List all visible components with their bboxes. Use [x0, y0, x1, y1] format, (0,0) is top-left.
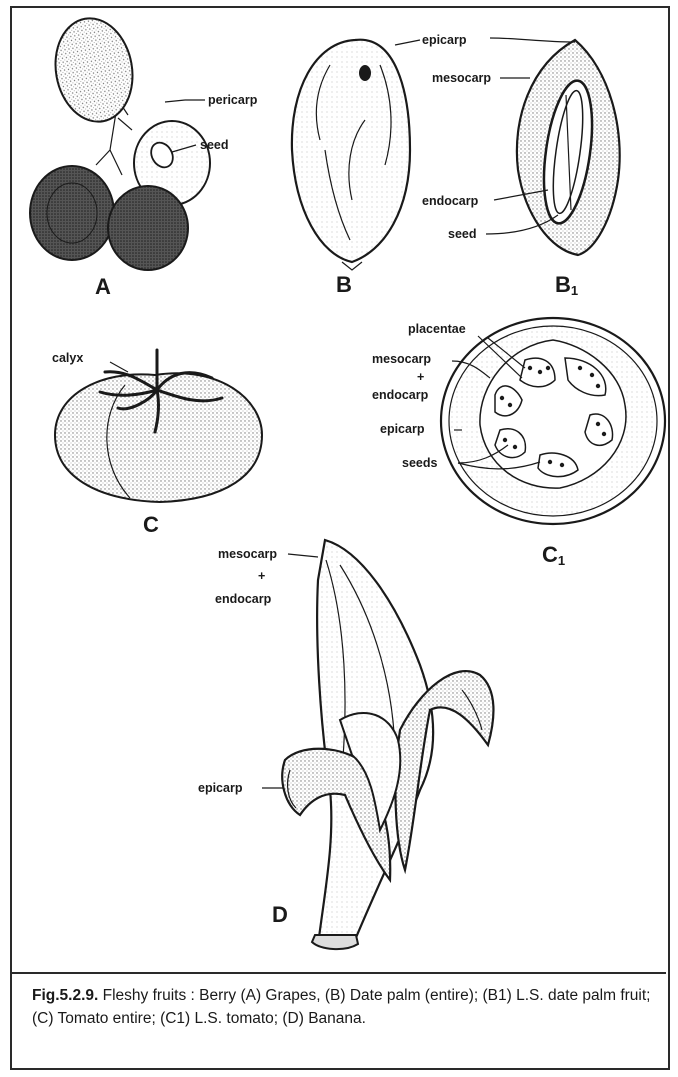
- caption-number: Fig.5.2.9.: [32, 987, 98, 1004]
- panel-letter-a: A: [95, 274, 111, 299]
- caption-text: Fleshy fruits : Berry (A) Grapes, (B) Da…: [32, 987, 650, 1027]
- label-b1-endocarp: endocarp: [422, 194, 479, 208]
- panel-letter-b1: B1: [555, 272, 578, 298]
- grape-bottom-left: [30, 166, 114, 260]
- panel-letter-b: B: [336, 272, 352, 297]
- figure-caption: Fig.5.2.9. Fleshy fruits : Berry (A) Gra…: [12, 972, 666, 1066]
- fleshy-fruits-illustration: pericarp seed A B epicarp mesocarp endoc…: [0, 0, 678, 970]
- label-c-calyx: calyx: [52, 351, 83, 365]
- panel-b-date-palm: B: [292, 40, 420, 297]
- label-d-mesocarp: mesocarp: [218, 547, 277, 561]
- panel-c-tomato: calyx C: [52, 350, 262, 537]
- label-c1-epicarp: epicarp: [380, 422, 425, 436]
- panel-letter-c: C: [143, 512, 159, 537]
- label-b-epicarp: epicarp: [422, 33, 467, 47]
- label-c1-placentae: placentae: [408, 322, 466, 336]
- panel-a-grapes: pericarp seed A: [30, 12, 258, 299]
- panel-d-banana: mesocarp + endocarp epicarp D: [198, 540, 493, 949]
- label-b1-mesocarp: mesocarp: [432, 71, 491, 85]
- label-b1-seed: seed: [448, 227, 477, 241]
- label-c1-endocarp: endocarp: [372, 388, 429, 402]
- label-d-epicarp: epicarp: [198, 781, 243, 795]
- label-a-seed: seed: [200, 138, 229, 152]
- label-a-pericarp: pericarp: [208, 93, 258, 107]
- grape-bottom-right: [108, 186, 188, 270]
- panel-letter-d: D: [272, 902, 288, 927]
- label-d-endocarp: endocarp: [215, 592, 272, 606]
- panel-c1-tomato-section: placentae mesocarp + endocarp epicarp se…: [372, 318, 665, 568]
- grape-top: [48, 12, 141, 128]
- panel-b1-date-section: epicarp mesocarp endocarp seed B1: [422, 33, 620, 298]
- label-c1-seeds: seeds: [402, 456, 437, 470]
- label-d-plus: +: [258, 569, 265, 583]
- panel-letter-c1: C1: [542, 542, 565, 568]
- label-c1-plus: +: [417, 370, 424, 384]
- label-c1-mesocarp: mesocarp: [372, 352, 431, 366]
